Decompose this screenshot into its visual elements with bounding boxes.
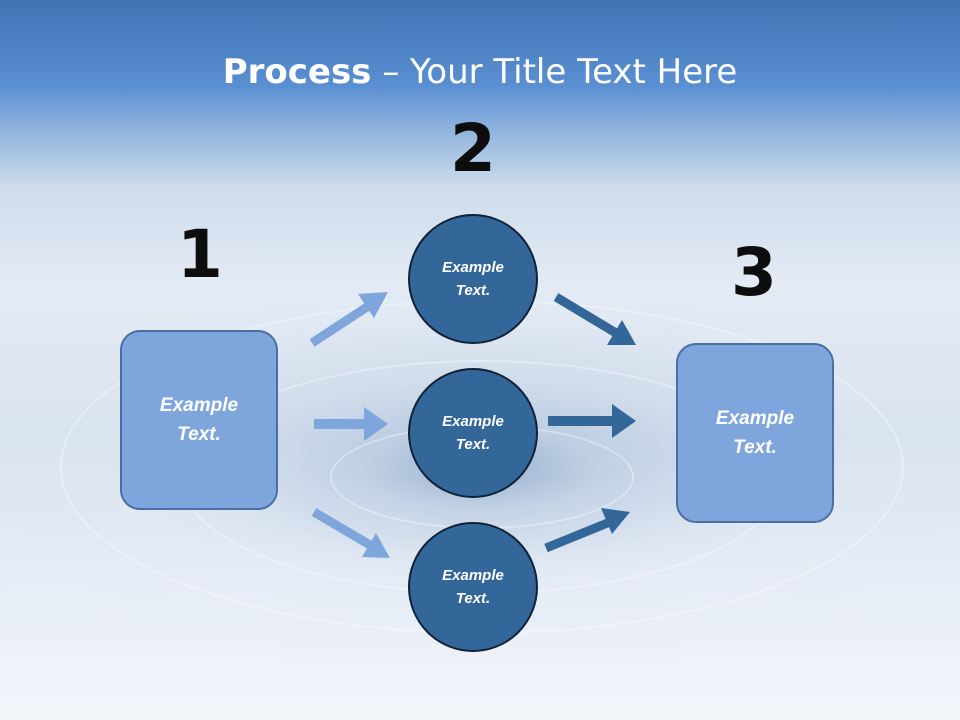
arrowhead-middle-to-3 [612,404,636,438]
arrowhead-top-to-3 [607,320,636,345]
arrow-1-to-bottom [311,508,373,549]
arrow-bottom-to-3 [544,517,612,553]
step-number-3: 3 [731,234,777,311]
circle-middle-text: Example Text. [442,413,504,453]
circle-bottom[interactable]: Example Text. [408,522,538,652]
title-rest: – Your Title Text Here [371,52,738,92]
title-bold: Process [222,52,372,92]
step-3-text: Example Text. [715,408,795,458]
circle-middle[interactable]: Example Text. [408,368,538,498]
arrowhead-1-to-middle [364,407,388,441]
arrow-top-to-3 [553,293,619,337]
circle-bottom-text: Example Text. [442,567,504,607]
step-1-box[interactable]: Example Text. [120,330,278,510]
step-number-1: 1 [177,216,223,293]
arrowhead-1-to-top [358,292,388,318]
step-3-box[interactable]: Example Text. [676,343,834,523]
arrowhead-1-to-bottom [362,533,390,558]
arrow-1-to-top [309,301,373,347]
slide-title: Process – Your Title Text Here [0,52,960,92]
arrowhead-bottom-to-3 [601,508,630,534]
step-1-text: Example Text. [159,395,239,445]
circle-top-text: Example Text. [442,259,504,299]
step-number-2: 2 [450,110,496,187]
circle-top[interactable]: Example Text. [408,214,538,344]
